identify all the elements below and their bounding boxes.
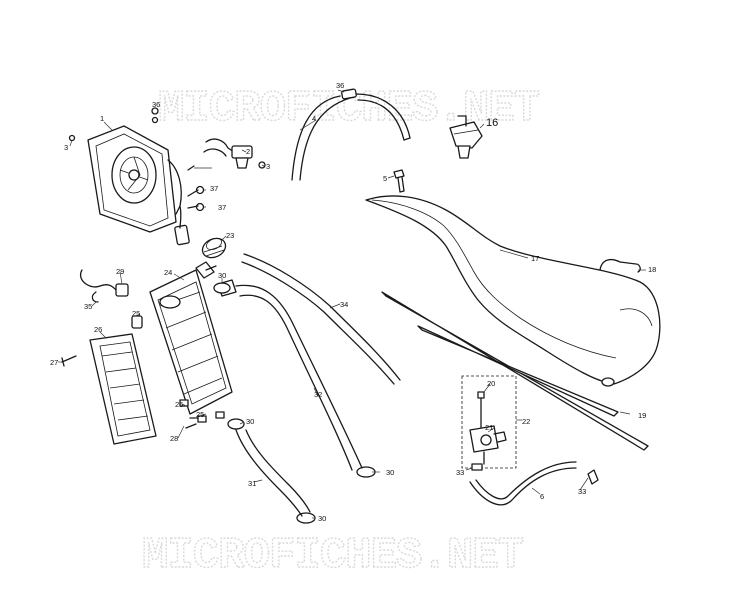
callout-33a: 33	[456, 468, 464, 477]
hose-clip	[599, 258, 641, 273]
bolt	[393, 169, 405, 193]
callout-2: 2	[246, 147, 250, 156]
callout-31: 31	[248, 479, 256, 488]
mounting-strips	[381, 291, 649, 451]
ring-nut	[201, 237, 227, 259]
screw	[61, 355, 77, 367]
callout-30c: 30	[386, 468, 394, 477]
callout-3b: 3	[266, 162, 270, 171]
thermo-switch	[203, 138, 266, 169]
fuel-tap	[461, 375, 517, 469]
leader-lines	[58, 89, 646, 519]
fuel-hose	[469, 461, 599, 506]
callout-35: 35	[84, 302, 92, 311]
fan-assembly	[87, 125, 190, 246]
callout-17: 17	[531, 254, 539, 263]
callout-30d: 30	[318, 514, 326, 523]
callout-16: 16	[486, 117, 498, 129]
callout-32: 32	[314, 390, 322, 399]
callout-37a: 37	[210, 184, 218, 193]
callout-18: 18	[648, 265, 656, 274]
callout-25b: 25	[175, 400, 183, 409]
callout-36b: 36	[152, 100, 160, 109]
callout-24: 24	[164, 268, 172, 277]
overflow-hose	[291, 88, 411, 181]
callout-3a: 3	[64, 143, 68, 152]
callout-27: 27	[50, 358, 58, 367]
radiator-grille	[89, 333, 157, 445]
callout-30b: 30	[246, 417, 254, 426]
hose-clamps	[213, 282, 376, 524]
callout-1: 1	[100, 114, 104, 123]
callout-19: 19	[638, 411, 646, 420]
callout-22: 22	[522, 417, 530, 426]
hose-34	[243, 253, 401, 381]
callout-34: 34	[340, 300, 348, 309]
callout-23: 23	[226, 231, 234, 240]
radiator-fasteners	[179, 399, 225, 429]
fuel-valve	[449, 115, 483, 159]
small-fasteners	[68, 107, 205, 212]
callout-37b: 37	[218, 203, 226, 212]
fuel-tank	[365, 195, 661, 387]
callout-6: 6	[540, 492, 544, 501]
hose-31	[235, 429, 303, 517]
callout-29: 29	[116, 267, 124, 276]
callout-26: 26	[94, 325, 102, 334]
callout-28: 28	[170, 434, 178, 443]
callout-33b: 33	[578, 487, 586, 496]
callout-30a: 30	[218, 271, 226, 280]
hose-32	[235, 284, 363, 469]
watermark-bottom: MICROFICHES.NET	[142, 531, 524, 581]
fan-wire	[79, 269, 129, 303]
callout-20: 20	[487, 379, 495, 388]
callouts: 1 2 3 3 4 5 6 16 17 18 19 20 21 22 23 24…	[50, 81, 656, 523]
callout-5: 5	[383, 174, 387, 183]
callout-36a: 36	[336, 81, 344, 90]
callout-25c: 25	[196, 410, 204, 419]
callout-25a: 25	[132, 309, 140, 318]
callout-4: 4	[312, 114, 316, 123]
callout-21: 21	[485, 423, 493, 432]
